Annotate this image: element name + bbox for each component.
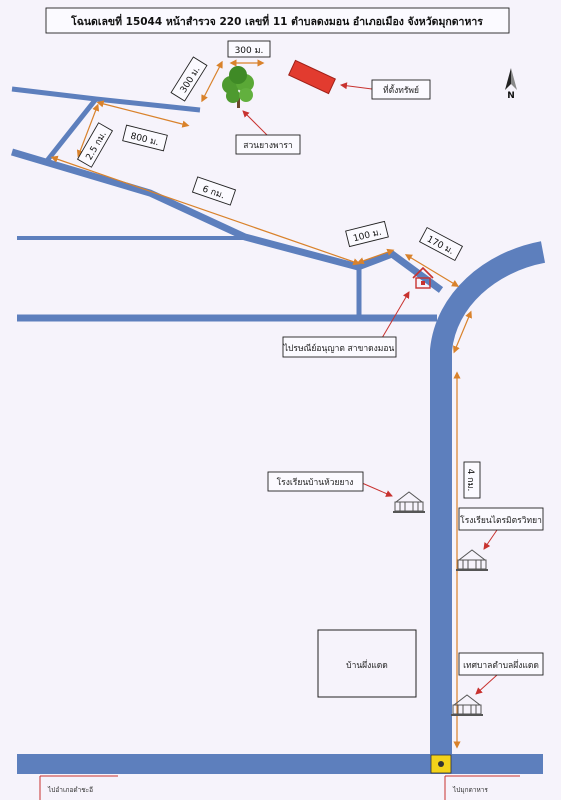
village-block: บ้านผึ่งแดด: [317, 629, 417, 698]
label-right-destination: ไปมุกดาหาร: [452, 786, 488, 794]
label-800: 800 ม.: [122, 124, 168, 152]
measure-300-diag: [201, 60, 223, 103]
label-300-top: 300 ม.: [227, 40, 271, 58]
label-left-destination: ไปอำเภอดำชะอี: [47, 786, 93, 794]
svg-text:ที่ตั้งทรัพย์: ที่ตั้งทรัพย์: [383, 84, 419, 96]
measure-2-5: [76, 103, 100, 158]
school-icon-huaiyang: [393, 491, 425, 513]
svg-text:โรงเรียนไตรมิตรวิทยา: โรงเรียนไตรมิตรวิทยา: [460, 515, 542, 526]
title-block: โฉนดเลขที่ 15044 หน้าสำรวจ 220 เลขที่ 11…: [45, 7, 510, 34]
bottom-destinations: ไปอำเภอดำชะอี ไปมุกดาหาร: [39, 775, 520, 800]
road-diagonal: [11, 148, 444, 293]
label-6: 6 กม.: [191, 176, 237, 206]
distance-labels: 300 ม. 300 ม. 800 ม. 2.5 กม. 6 กม. 100 ม…: [76, 40, 481, 499]
svg-text:ไปรษณีย์อนุญาต สาขาดงมอน: ไปรษณีย์อนุญาต สาขาดงมอน: [283, 343, 395, 354]
label-property: ที่ตั้งทรัพย์: [371, 79, 431, 100]
label-300-diag: 300 ม.: [170, 56, 208, 102]
svg-text:บ้านผึ่งแดด: บ้านผึ่งแดด: [346, 659, 388, 671]
measure-170: [404, 254, 460, 287]
label-school-traimit: โรงเรียนไตรมิตรวิทยา: [458, 507, 544, 531]
arrow-municipality: [475, 674, 498, 695]
label-170: 170 ม.: [418, 226, 464, 262]
label-rubber: สวนยางพารา: [235, 134, 301, 155]
post-office-icon: [412, 266, 434, 289]
arrow-rubber: [242, 110, 269, 137]
measure-800: [96, 100, 190, 128]
municipality-icon: [451, 694, 483, 716]
measure-curve: [453, 310, 472, 354]
property-marker: [288, 59, 336, 95]
title-box: [45, 7, 510, 34]
svg-text:โรงเรียนบ้านห้วยยาง: โรงเรียนบ้านห้วยยาง: [277, 477, 354, 488]
road-main: [430, 241, 546, 760]
arrow-property: [340, 82, 373, 90]
svg-text:สวนยางพารา: สวนยางพารา: [243, 141, 292, 151]
measure-100: [356, 248, 395, 265]
svg-text:4 กม.: 4 กม.: [465, 469, 475, 492]
svg-text:เทศบาลตำบลผึ่งแดด: เทศบาลตำบลผึ่งแดด: [463, 659, 539, 671]
arrow-school-traimit: [483, 529, 498, 550]
label-post-office: ไปรษณีย์อนุญาต สาขาดงมอน: [282, 336, 397, 358]
svg-text:300 ม.: 300 ม.: [235, 46, 264, 56]
label-100: 100 ม.: [345, 220, 389, 248]
label-school-huaiyang: โรงเรียนบ้านห้วยยาง: [267, 471, 364, 492]
measurements: [50, 59, 472, 749]
label-municipality: เทศบาลตำบลผึ่งแดด: [458, 652, 544, 676]
north-arrow-icon: N: [505, 68, 517, 101]
label-4: 4 กม.: [463, 461, 481, 499]
map-title: โฉนดเลขที่ 15044 หน้าสำรวจ 220 เลขที่ 11…: [70, 13, 483, 29]
north-label: N: [507, 91, 515, 101]
school-icon-traimit: [456, 549, 488, 571]
arrow-school-huaiyang: [361, 482, 393, 497]
pointer-arrows: [242, 82, 498, 695]
tree-icon: [222, 66, 254, 108]
arrow-post: [381, 291, 410, 339]
traffic-light-lamp: [438, 761, 444, 767]
place-labels: ที่ตั้งทรัพย์ สวนยางพารา ไปรษณีย์อนุญาต …: [235, 79, 544, 698]
measure-6: [50, 155, 361, 266]
